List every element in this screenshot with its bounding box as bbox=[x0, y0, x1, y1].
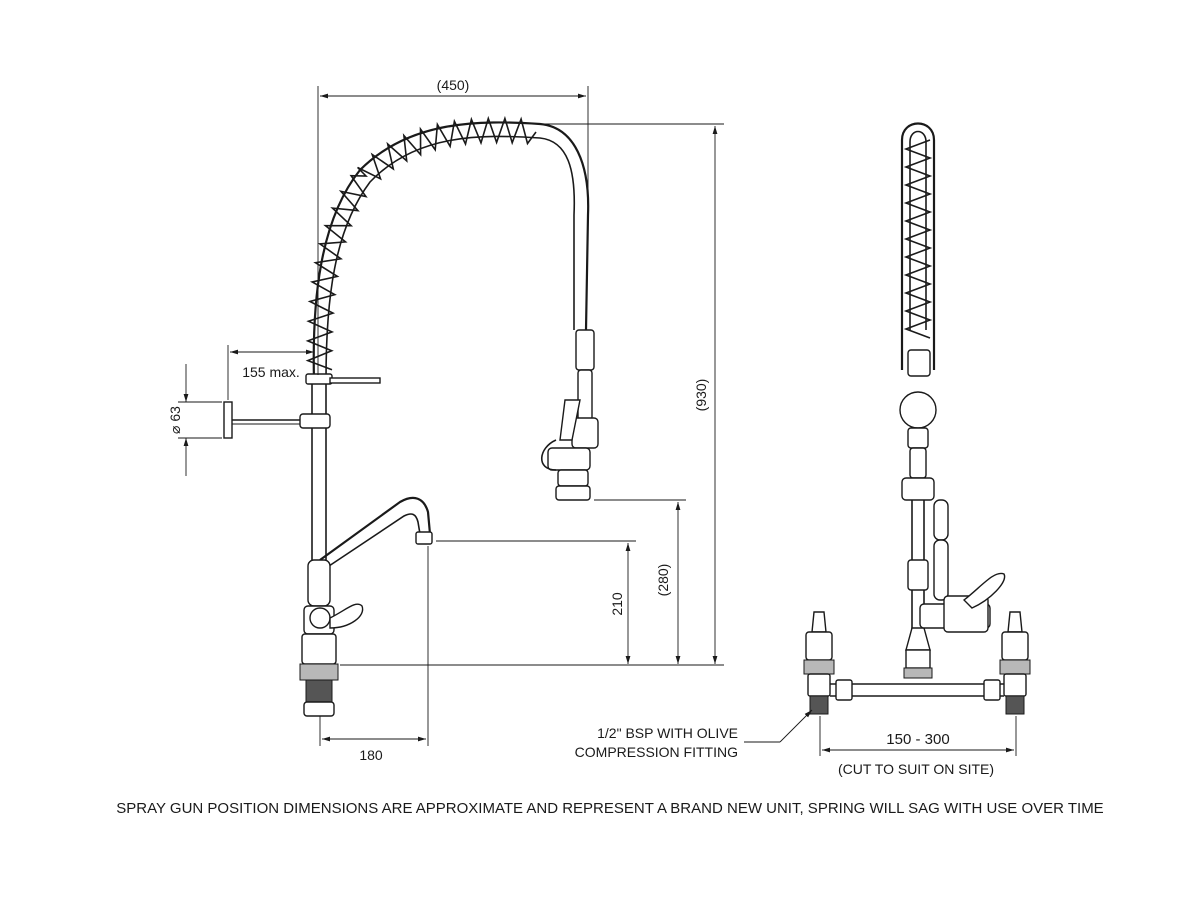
wall-bracket bbox=[223, 401, 331, 439]
dim-spacing: 150 - 300 (CUT TO SUIT ON SITE) bbox=[819, 716, 1017, 777]
front-collar bbox=[899, 349, 937, 501]
front-coil-spring bbox=[903, 139, 933, 339]
callout-line-2: COMPRESSION FITTING bbox=[575, 744, 738, 760]
dim-450: (450) bbox=[317, 77, 589, 375]
callout-line-1: 1/2" BSP WITH OLIVE bbox=[597, 725, 738, 741]
dim-930-label: (930) bbox=[693, 379, 709, 412]
coil-spring bbox=[305, 115, 537, 371]
dim-280-label: (280) bbox=[655, 564, 671, 597]
callout-leader: 1/2" BSP WITH OLIVE COMPRESSION FITTING bbox=[575, 709, 813, 760]
right-valve bbox=[999, 611, 1031, 715]
side-view: (450) (930) (280) 210 155 max. bbox=[167, 77, 724, 763]
dim-63-label: ⌀ 63 bbox=[167, 406, 183, 434]
front-view: 150 - 300 (CUT TO SUIT ON SITE) 1/2" BSP… bbox=[575, 122, 1031, 777]
dim-63: ⌀ 63 bbox=[167, 364, 222, 476]
footer-note: SPRAY GUN POSITION DIMENSIONS ARE APPROX… bbox=[116, 800, 1103, 817]
dim-450-label: (450) bbox=[437, 77, 470, 93]
spring-arm bbox=[312, 121, 590, 381]
left-valve bbox=[803, 611, 835, 715]
dim-930: (930) bbox=[540, 123, 724, 664]
dim-spacing-label: 150 - 300 bbox=[886, 731, 949, 748]
dim-280: (280) bbox=[594, 499, 686, 664]
swing-spout bbox=[319, 496, 433, 569]
riser-pipe bbox=[311, 380, 327, 560]
support-collar bbox=[305, 373, 381, 385]
spray-gun bbox=[540, 399, 599, 501]
dim-155: 155 max. bbox=[227, 345, 314, 400]
dim-210-label: 210 bbox=[609, 592, 625, 616]
dim-180: 180 bbox=[319, 546, 429, 763]
crossover-pipe bbox=[830, 679, 1004, 701]
front-riser bbox=[903, 500, 933, 679]
mixer-body bbox=[299, 559, 364, 717]
dim-155-label: 155 max. bbox=[242, 364, 300, 380]
dim-210: 210 bbox=[436, 540, 636, 664]
dim-spacing-note: (CUT TO SUIT ON SITE) bbox=[838, 761, 994, 777]
dim-180-label: 180 bbox=[359, 747, 383, 763]
front-spout bbox=[919, 499, 1006, 633]
